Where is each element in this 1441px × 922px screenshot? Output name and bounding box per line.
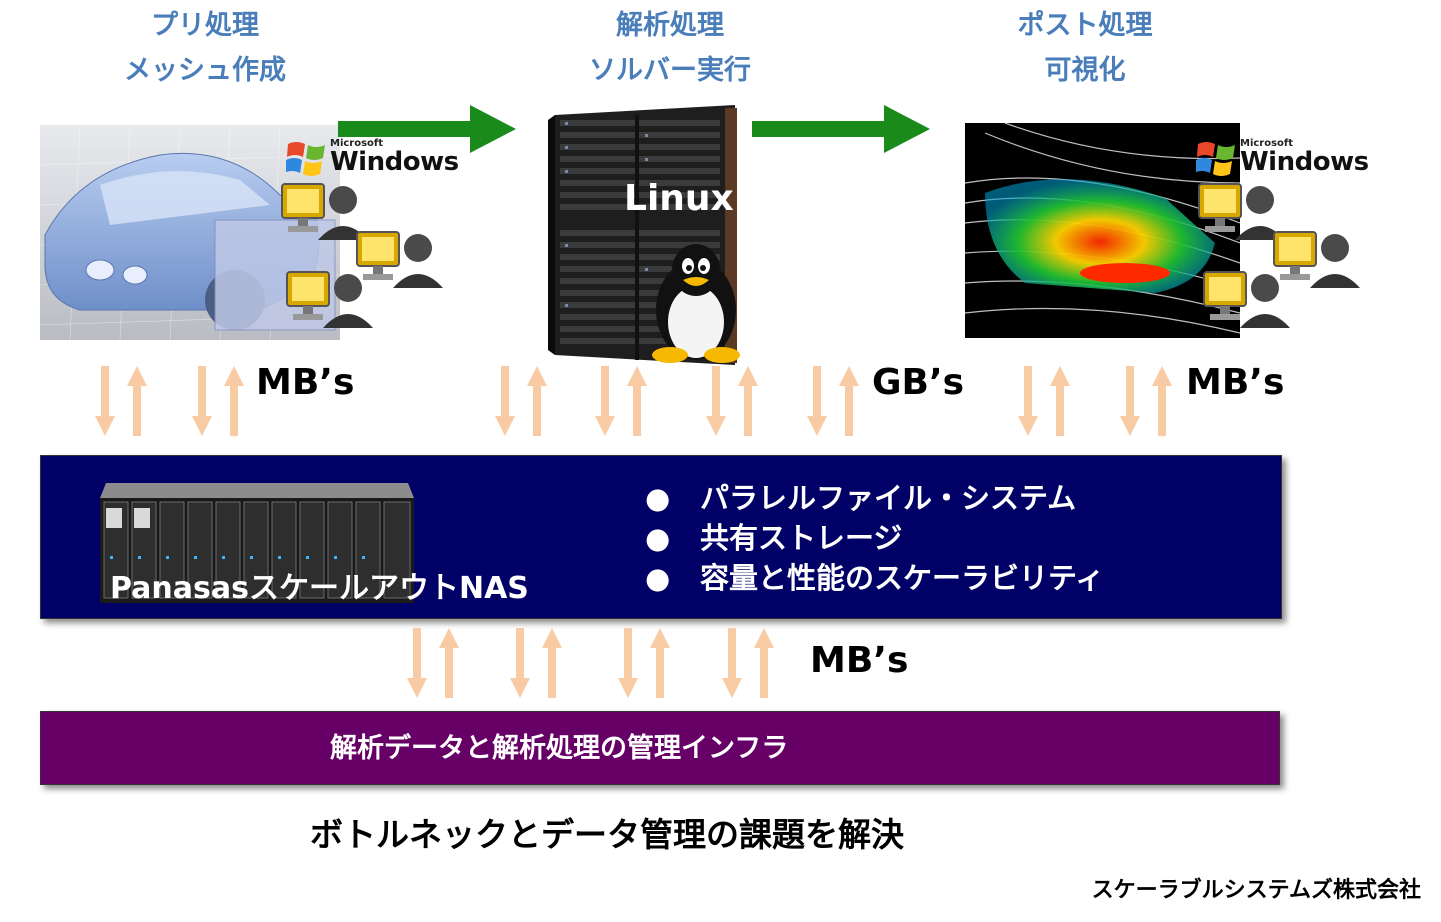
post-stage-line2: 可視化 [1044, 55, 1126, 86]
flow-arrow-solve-to-post [752, 105, 930, 153]
windows-logo-post: Microsoft Windows [1196, 138, 1376, 183]
pre-stage-line2: メッシュ作成 [124, 55, 286, 86]
post-stage-title: ポスト処理 可視化 [975, 3, 1195, 93]
solve-stage-line1: 解析処理 [616, 10, 724, 41]
post-stage-line1: ポスト処理 [1017, 10, 1153, 41]
infra-label: 解析データと解析処理の管理インフラ [330, 733, 789, 764]
solve-stage-title: 解析処理 ソルバー実行 [555, 3, 785, 93]
windows-label-post: Windows [1240, 147, 1369, 177]
windows-vendor-pre: Microsoft [330, 138, 384, 149]
nas-features-list: ● パラレルファイル・システム ● 共有ストレージ ● 容量と性能のスケーラビリティ [645, 478, 1104, 598]
flow-arrow-pre-to-solve [338, 105, 516, 153]
nas-feature-item: ● パラレルファイル・システム [645, 478, 1104, 518]
bullet-icon: ● [645, 521, 671, 555]
rate-label-post: MB’s [1186, 362, 1285, 403]
bullet-icon: ● [645, 481, 671, 515]
pre-stage-line1: プリ処理 [151, 10, 259, 41]
pre-stage-title: プリ処理 メッシュ作成 [95, 3, 315, 93]
nas-hardware-image [100, 483, 414, 603]
rate-label-pre: MB’s [256, 362, 355, 403]
windows-label-pre: Windows [330, 147, 459, 177]
rate-label-storage: MB’s [810, 640, 909, 681]
windows-logo-pre: Microsoft Windows [286, 138, 466, 183]
nas-feature-label: 共有ストレージ [700, 521, 903, 555]
nas-feature-label: 容量と性能のスケーラビリティ [700, 561, 1105, 595]
tux-penguin-icon [652, 244, 740, 363]
nas-feature-label: パラレルファイル・システム [700, 481, 1077, 515]
users-icon-post [1198, 183, 1361, 329]
company-name: スケーラブルシステムズ株式会社 [1091, 878, 1421, 903]
nas-label: PanasasスケールアウトNAS [110, 571, 529, 606]
linux-server-rack: Linux [540, 100, 740, 380]
solve-stage-line2: ソルバー実行 [589, 55, 751, 86]
rate-label-solve: GB’s [872, 362, 965, 403]
cfd-visualization-image [965, 123, 1240, 338]
infra-panel [40, 711, 1280, 785]
nas-feature-item: ● 共有ストレージ [645, 518, 1104, 558]
nas-feature-item: ● 容量と性能のスケーラビリティ [645, 558, 1104, 598]
bullet-icon: ● [645, 561, 671, 595]
users-icon-pre [281, 183, 444, 329]
bottom-message: ボトルネックとデータ管理の課題を解決 [310, 815, 904, 854]
io-arrows-lower [407, 628, 774, 698]
linux-label: Linux [624, 178, 734, 219]
windows-vendor-post: Microsoft [1240, 138, 1294, 149]
